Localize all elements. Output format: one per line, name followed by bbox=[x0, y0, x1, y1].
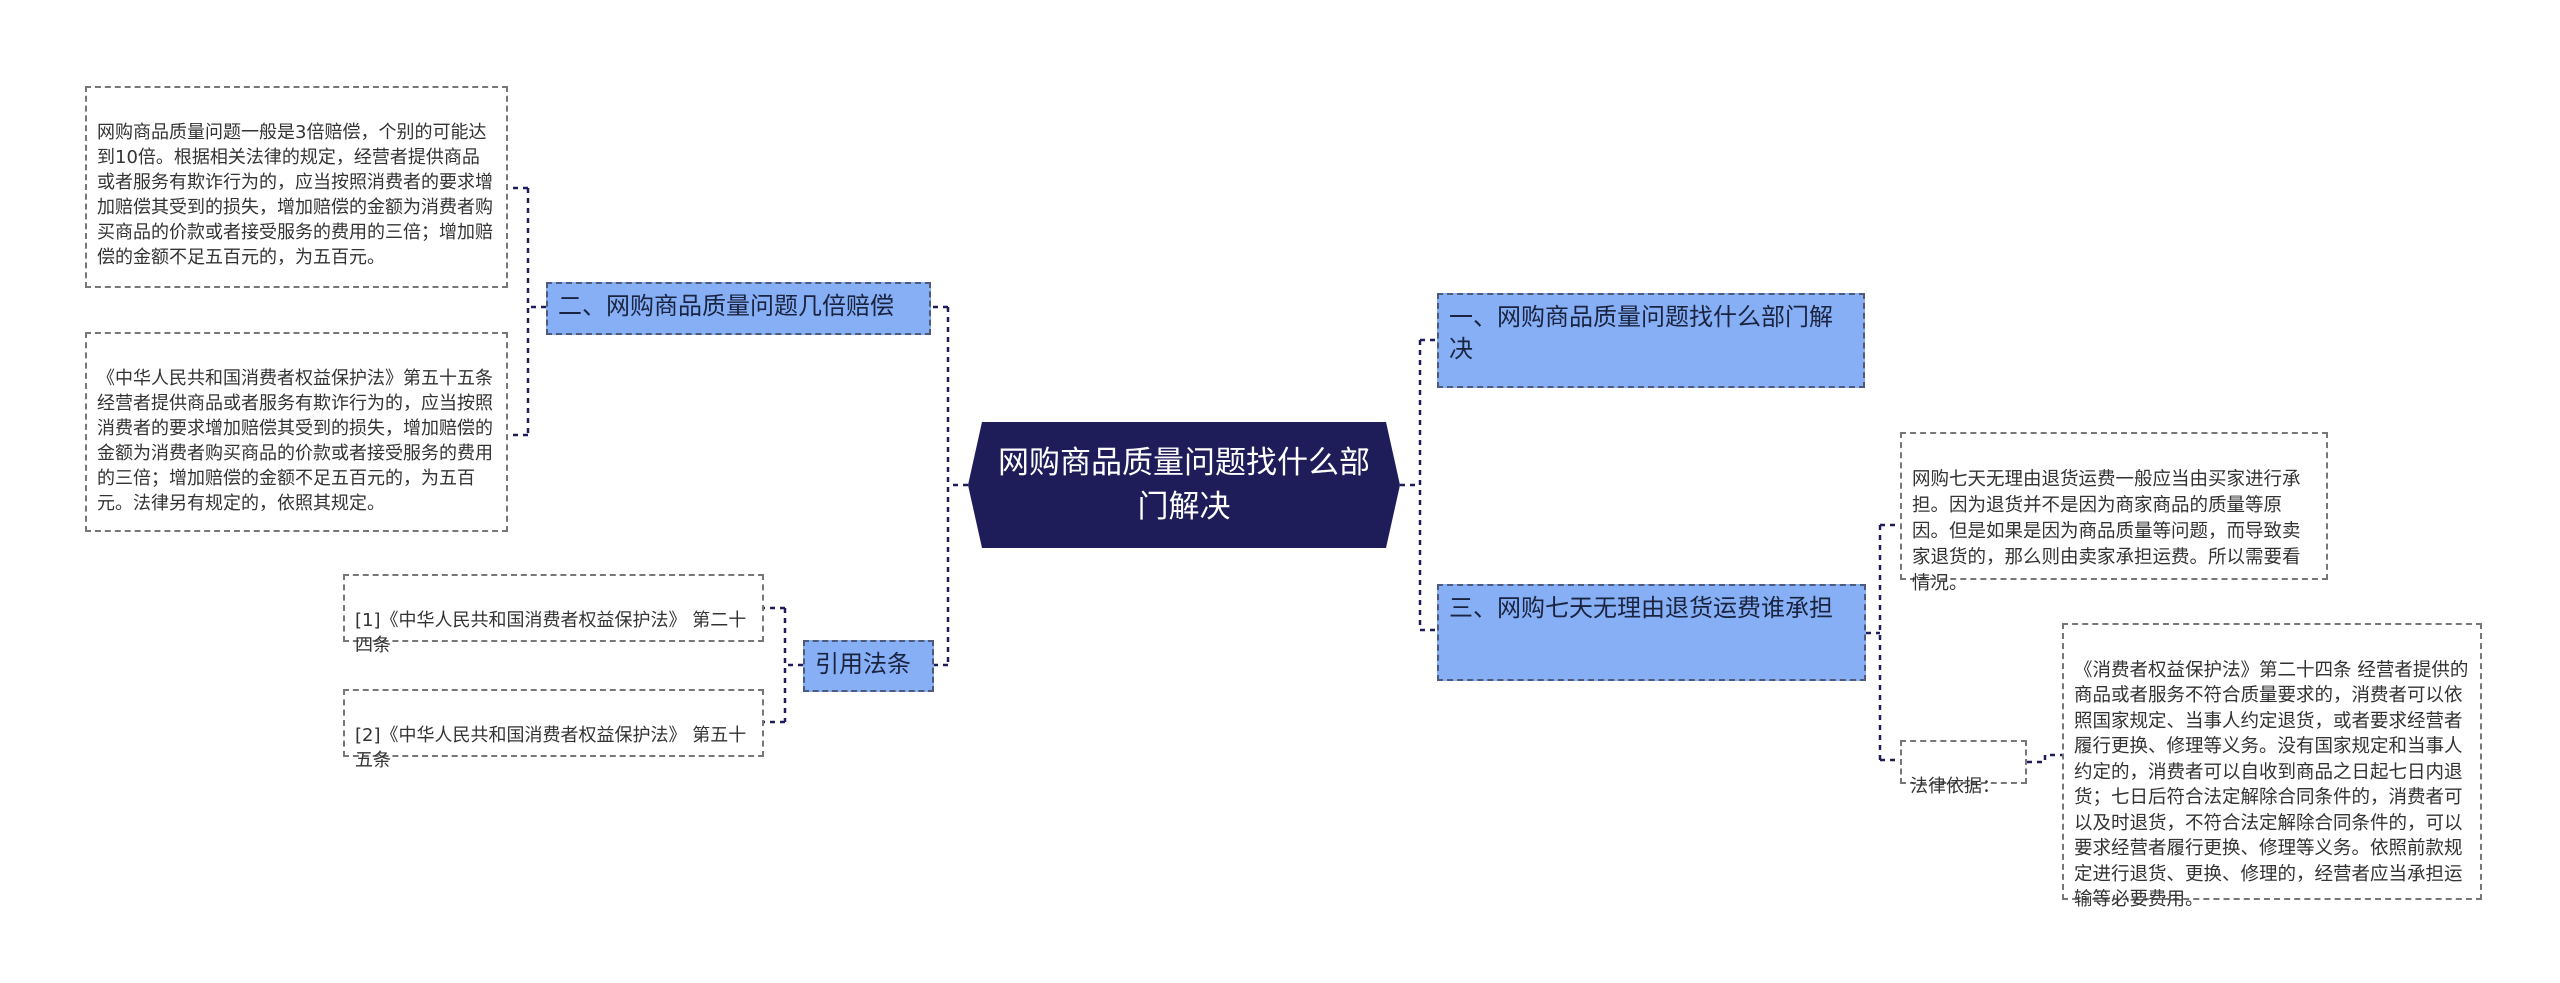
compensation-note-text: 网购商品质量问题一般是3倍赔偿，个别的可能达到10倍。根据相关法律的规定，经营者… bbox=[97, 122, 493, 268]
branch-section-3[interactable]: 三、网购七天无理由退货运费谁承担 bbox=[1437, 584, 1866, 681]
compensation-note[interactable]: 网购商品质量问题一般是3倍赔偿，个别的可能达到10倍。根据相关法律的规定，经营者… bbox=[85, 86, 508, 288]
branch-cited-laws-label: 引用法条 bbox=[815, 650, 911, 678]
cited-law-item-1-text: [1]《中华人民共和国消费者权益保护法》 第二十四条 bbox=[355, 610, 747, 656]
law-basis-label[interactable]: 法律依据： bbox=[1900, 740, 2027, 797]
branch-section-2[interactable]: 二、网购商品质量问题几倍赔偿 bbox=[546, 282, 931, 335]
cited-law-item-2-text: [2]《中华人民共和国消费者权益保护法》 第五十五条 bbox=[355, 725, 747, 771]
law-article-55-text-content: 《中华人民共和国消费者权益保护法》第五十五条经营者提供商品或者服务有欺诈行为的，… bbox=[97, 368, 493, 514]
branch-section-2-label: 二、网购商品质量问题几倍赔偿 bbox=[558, 292, 894, 320]
law-basis-text[interactable]: 《消费者权益保护法》第二十四条 经营者提供的商品或者服务不符合质量要求的，消费者… bbox=[2062, 623, 2482, 910]
central-topic-title: 网购商品质量问题找什么部门解决 bbox=[998, 445, 1370, 525]
law-article-55-text[interactable]: 《中华人民共和国消费者权益保护法》第五十五条经营者提供商品或者服务有欺诈行为的，… bbox=[85, 332, 508, 532]
central-topic[interactable]: 网购商品质量问题找什么部门解决 bbox=[968, 422, 1400, 548]
return-shipping-note[interactable]: 网购七天无理由退货运费一般应当由买家进行承担。因为退货并不是因为商家商品的质量等… bbox=[1900, 432, 2328, 594]
branch-cited-laws[interactable]: 引用法条 bbox=[803, 640, 934, 692]
branch-section-1-label: 一、网购商品质量问题找什么部门解决 bbox=[1449, 303, 1833, 363]
cited-law-item-2[interactable]: [2]《中华人民共和国消费者权益保护法》 第五十五条 bbox=[343, 689, 764, 771]
branch-section-3-label: 三、网购七天无理由退货运费谁承担 bbox=[1449, 594, 1833, 622]
cited-law-item-1[interactable]: [1]《中华人民共和国消费者权益保护法》 第二十四条 bbox=[343, 574, 764, 656]
branch-section-1[interactable]: 一、网购商品质量问题找什么部门解决 bbox=[1437, 293, 1865, 388]
law-basis-text-content: 《消费者权益保护法》第二十四条 经营者提供的商品或者服务不符合质量要求的，消费者… bbox=[2074, 659, 2469, 911]
law-basis-label-text: 法律依据： bbox=[1910, 776, 2000, 797]
return-shipping-note-text: 网购七天无理由退货运费一般应当由买家进行承担。因为退货并不是因为商家商品的质量等… bbox=[1912, 469, 2301, 594]
